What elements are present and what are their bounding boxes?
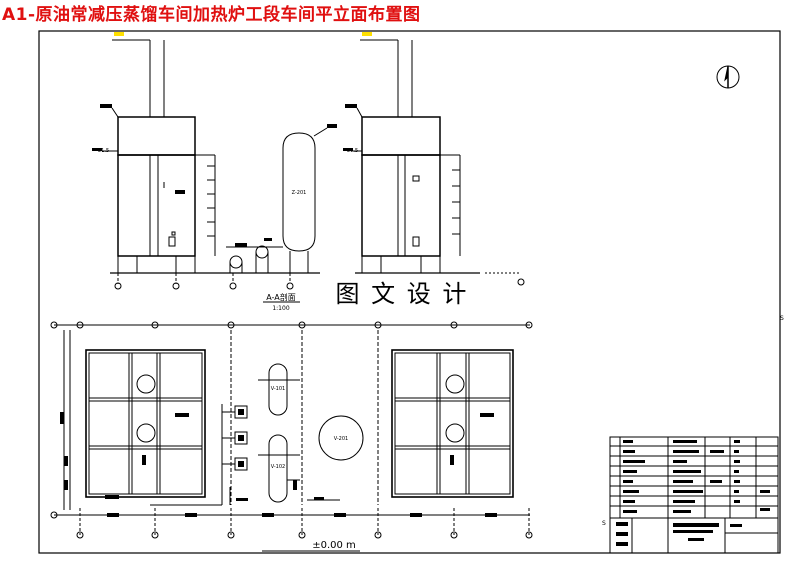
pump-icon bbox=[229, 255, 243, 269]
side-mark: S bbox=[780, 315, 784, 322]
elevation-mark-left: 21.5 bbox=[98, 148, 109, 154]
drawing-frame bbox=[38, 30, 781, 554]
section-scale: 1:100 bbox=[272, 305, 289, 312]
plan-view bbox=[50, 321, 533, 539]
elevation-mark-right: 21.5 bbox=[347, 148, 358, 154]
side-mark: S bbox=[602, 520, 606, 527]
round-tank-label: V-201 bbox=[334, 436, 348, 442]
furnace-elevation-left bbox=[92, 32, 320, 290]
section-label: A-A剖面 bbox=[266, 292, 295, 302]
datum-elevation: ±0.00 m bbox=[312, 540, 356, 551]
pump-and-tower-elevation bbox=[226, 124, 337, 290]
tower-label: Z-201 bbox=[292, 190, 307, 196]
title-block-entries bbox=[616, 440, 770, 546]
drawing-title: A1-原油常减压蒸馏车间加热炉工段车间平立面布置图 bbox=[2, 5, 421, 25]
furnace-elevation-right bbox=[343, 32, 525, 286]
north-arrow-icon bbox=[716, 65, 740, 89]
pump-icon bbox=[255, 245, 269, 259]
tank-label-bottom: V-102 bbox=[271, 464, 285, 470]
title-block bbox=[609, 436, 779, 554]
watermark-text: 图 文 设 计 bbox=[336, 280, 469, 308]
tank-label-top: V-101 bbox=[271, 386, 285, 392]
